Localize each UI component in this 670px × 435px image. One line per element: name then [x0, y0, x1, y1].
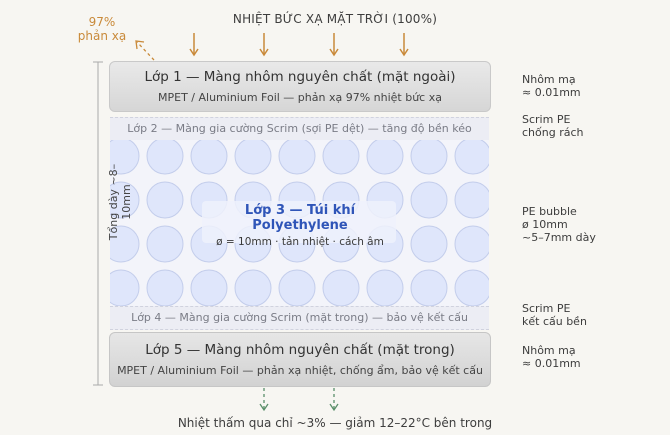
air-bubble: [454, 269, 489, 306]
right-label-2: Scrim PE chống rách: [522, 113, 583, 139]
reflect-arrow: [135, 40, 155, 61]
right-label-3-line2: ø 10mm: [522, 218, 568, 231]
air-bubble: [110, 225, 140, 263]
top-heat-label: NHIỆT BỨC XẠ MẶT TRỜI (100%): [232, 12, 438, 26]
bottom-arrows: [259, 388, 339, 412]
air-bubble: [146, 181, 184, 219]
air-bubble: [278, 269, 316, 306]
air-bubble: [366, 140, 404, 175]
air-bubble: [146, 225, 184, 263]
air-bubble: [110, 181, 140, 219]
right-label-4-line1: Scrim PE: [522, 302, 571, 315]
layer-3-bubbles: [110, 140, 489, 306]
layer-1: Lớp 1 — Màng nhôm nguyên chất (mặt ngoài…: [109, 61, 491, 112]
air-bubble: [110, 269, 140, 306]
air-bubble: [322, 140, 360, 175]
air-bubble: [146, 269, 184, 306]
right-label-4-line2: kết cấu bền: [522, 315, 587, 328]
layer-4: Lớp 4 — Màng gia cường Scrim (mặt trong)…: [110, 306, 489, 330]
air-bubble: [190, 140, 228, 175]
layer-3-title: Lớp 3 — Túi khí Polyethylene: [244, 203, 356, 233]
air-bubble: [234, 140, 272, 175]
right-label-2-line1: Scrim PE: [522, 113, 571, 126]
air-bubble: [410, 225, 448, 263]
layer-5-sub: MPET / Aluminium Foil — phản xạ nhiệt, c…: [117, 364, 483, 377]
heat-arrows: [189, 33, 409, 57]
air-bubble: [410, 181, 448, 219]
thickness-label: Tổng dày ~8–10mm: [107, 163, 133, 241]
bubble-grid: [110, 140, 489, 306]
right-label-3-line3: ~5–7mm dày: [522, 231, 596, 244]
reflect-text: phản xạ: [77, 29, 127, 43]
layer-3-label-backdrop: [202, 201, 396, 243]
layer-5-title: Lớp 5 — Màng nhôm nguyên chất (mặt trong…: [145, 342, 455, 358]
reflect-percent: 97%: [88, 15, 116, 29]
right-label-4: Scrim PE kết cấu bền: [522, 302, 587, 328]
thickness-bracket: [93, 61, 103, 386]
air-bubble: [234, 269, 272, 306]
right-label-1-line2: ≈ 0.01mm: [522, 86, 581, 99]
layer-3-label: Lớp 3 — Túi khí Polyethylene ø = 10mm · …: [200, 203, 400, 248]
layer-5: Lớp 5 — Màng nhôm nguyên chất (mặt trong…: [109, 332, 491, 387]
right-label-1: Nhôm mạ ≈ 0.01mm: [522, 73, 581, 99]
layer-3-sub: ø = 10mm · tản nhiệt · cách âm: [216, 236, 384, 248]
air-bubble: [454, 140, 489, 175]
right-label-1-line1: Nhôm mạ: [522, 73, 576, 86]
air-bubble: [146, 140, 184, 175]
layer-2: Lớp 2 — Màng gia cường Scrim (sợi PE dệt…: [110, 117, 489, 141]
layer-1-sub: MPET / Aluminium Foil — phản xạ 97% nhiệ…: [158, 91, 442, 104]
layer-1-title: Lớp 1 — Màng nhôm nguyên chất (mặt ngoài…: [144, 69, 456, 85]
air-bubble: [190, 269, 228, 306]
bottom-label: Nhiệt thấm qua chỉ ~3% — giảm 12–22°C bê…: [177, 416, 493, 430]
air-bubble: [366, 269, 404, 306]
right-label-3-line1: PE bubble: [522, 205, 577, 218]
right-label-5-line1: Nhôm mạ: [522, 344, 576, 357]
right-label-2-line2: chống rách: [522, 126, 584, 139]
reflect-label: 97% phản xạ: [72, 15, 132, 43]
air-bubble: [110, 140, 140, 175]
right-label-5: Nhôm mạ ≈ 0.01mm: [522, 344, 581, 370]
air-bubble: [454, 181, 489, 219]
air-bubble: [410, 269, 448, 306]
right-label-5-line2: ≈ 0.01mm: [522, 357, 581, 370]
right-label-3: PE bubble ø 10mm ~5–7mm dày: [522, 205, 596, 244]
air-bubble: [322, 269, 360, 306]
air-bubble: [454, 225, 489, 263]
air-bubble: [410, 140, 448, 175]
air-bubble: [278, 140, 316, 175]
